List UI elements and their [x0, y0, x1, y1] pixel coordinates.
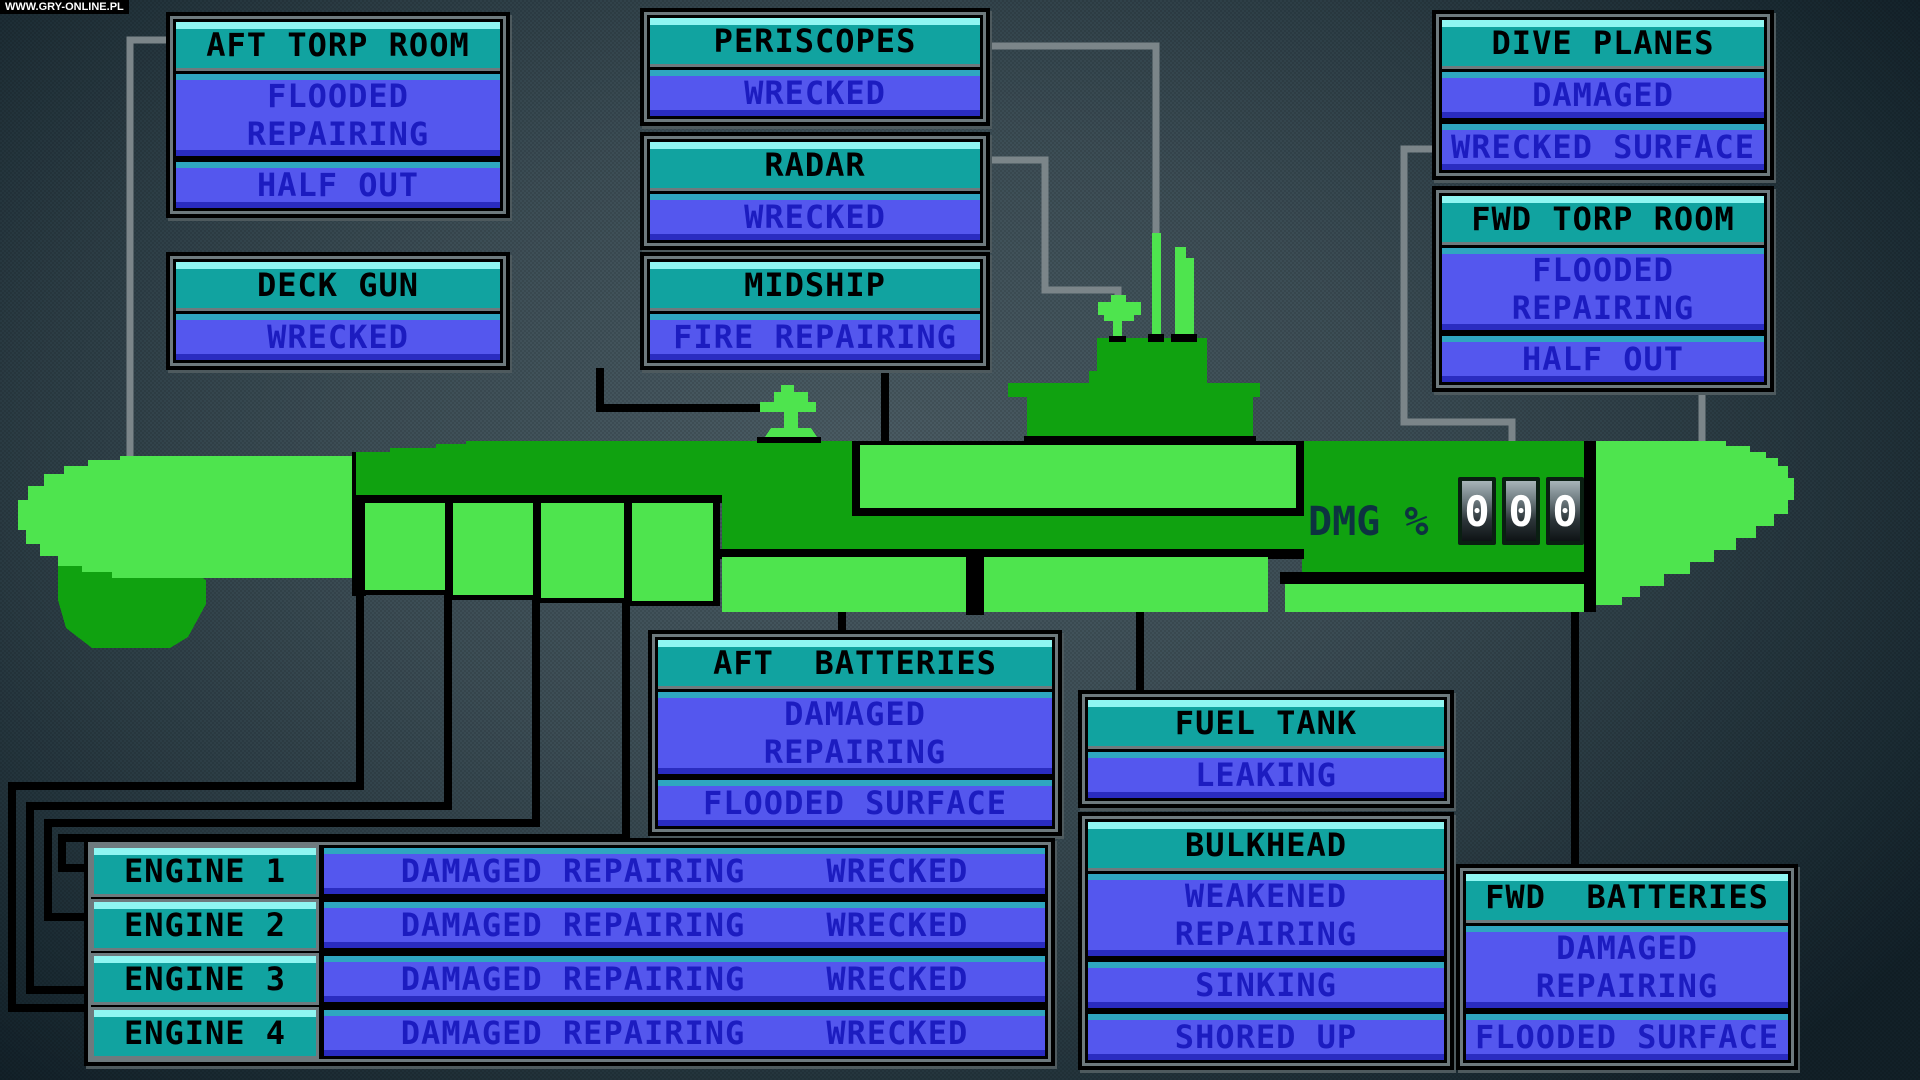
damage-digit-wheel: 0 [1502, 477, 1540, 545]
line-periscopes [988, 42, 1160, 236]
panel-aft-batteries: AFT BATTERIES DAMAGED REPAIRING FLOODED … [648, 630, 1062, 836]
panel-periscopes: PERISCOPES WRECKED [640, 8, 990, 126]
panel-title: PERISCOPES [650, 18, 980, 64]
status-box: DAMAGED REPAIRING WRECKED [324, 956, 1045, 1002]
panel-title: BULKHEAD [1088, 822, 1444, 868]
engine-row: ENGINE 2 DAMAGED REPAIRING WRECKED [94, 902, 1045, 948]
panel-title: FUEL TANK [1088, 700, 1444, 746]
panel-aft-torp-room: AFT TORP ROOM FLOODED REPAIRING HALF OUT [166, 12, 510, 218]
status-box: FLOODED REPAIRING [176, 74, 500, 156]
panel-deck-gun: DECK GUN WRECKED [166, 252, 510, 370]
status-box: SHORED UP [1088, 1014, 1444, 1060]
status-box: LEAKING [1088, 752, 1444, 798]
panel-bulkhead: BULKHEAD WEAKENED REPAIRING SINKING SHOR… [1078, 812, 1454, 1070]
compartment-4 [632, 503, 713, 601]
aft-deck [356, 441, 726, 503]
line-radar [988, 156, 1122, 298]
status-box: FIRE REPAIRING [650, 314, 980, 360]
status-box: SINKING [1088, 962, 1444, 1008]
status-box: FLOODED REPAIRING [1442, 248, 1764, 330]
engine-row: ENGINE 3 DAMAGED REPAIRING WRECKED [94, 956, 1045, 1002]
panel-title: MIDSHIP [650, 262, 980, 308]
line-deck-gun [596, 368, 762, 412]
status-box: WEAKENED REPAIRING [1088, 874, 1444, 956]
radar-mast [1113, 314, 1122, 338]
status-box: WRECKED SURFACE [1442, 124, 1764, 170]
compartment-2 [453, 503, 533, 595]
status-box: FLOODED SURFACE [658, 780, 1052, 826]
damage-percent-label: DMG % [1308, 499, 1429, 545]
engine-row: ENGINE 1 DAMAGED REPAIRING WRECKED [94, 848, 1045, 894]
status-box: DAMAGED REPAIRING [1466, 926, 1788, 1008]
stern-tail [18, 456, 356, 578]
engine-label: ENGINE 4 [94, 1010, 316, 1056]
sail-top [1097, 338, 1207, 385]
submarine-hull [18, 233, 1794, 648]
status-box: WRECKED [650, 194, 980, 240]
status-box: WRECKED [176, 314, 500, 360]
status-box: DAMAGED [1442, 72, 1764, 118]
panel-fuel-tank: FUEL TANK LEAKING [1078, 690, 1454, 808]
status-box: DAMAGED REPAIRING WRECKED [324, 1010, 1045, 1056]
panel-title: RADAR [650, 142, 980, 188]
hull-mid-compartment [860, 445, 1296, 508]
hull-band-1 [722, 557, 966, 612]
hull-band-3 [1285, 584, 1586, 612]
connector-lines-gray [126, 36, 1706, 458]
panel-fwd-batteries: FWD BATTERIES DAMAGED REPAIRING FLOODED … [1456, 864, 1798, 1070]
status-box: HALF OUT [176, 162, 500, 208]
panel-title: DIVE PLANES [1442, 20, 1764, 66]
engine-label: ENGINE 1 [94, 848, 316, 894]
status-box: WRECKED [650, 70, 980, 116]
sail-base [1027, 383, 1253, 439]
panel-midship: MIDSHIP FIRE REPAIRING [640, 252, 990, 370]
deck-gun-sprite [757, 385, 821, 443]
engine-label: ENGINE 3 [94, 956, 316, 1002]
panel-engines: ENGINE 1 DAMAGED REPAIRING WRECKED ENGIN… [84, 838, 1055, 1066]
damage-digit-wheel: 0 [1546, 477, 1584, 545]
hull-band-2 [984, 557, 1268, 612]
line-dive-planes [1400, 145, 1516, 443]
line-engine-1 [58, 597, 630, 872]
line-engine-2 [44, 594, 540, 921]
status-box: DAMAGED REPAIRING WRECKED [324, 902, 1045, 948]
panel-dive-planes: DIVE PLANES DAMAGED WRECKED SURFACE [1432, 10, 1774, 180]
periscope-mast [1152, 233, 1161, 337]
status-box: DAMAGED REPAIRING [658, 692, 1052, 774]
status-box: FLOODED SURFACE [1466, 1014, 1788, 1060]
attack-scope [1175, 247, 1186, 259]
bow [1596, 441, 1794, 605]
engine-label: ENGINE 2 [94, 902, 316, 948]
line-engine-4 [8, 587, 364, 1012]
line-aft-torp-room [126, 36, 166, 458]
panel-radar: RADAR WRECKED [640, 132, 990, 250]
line-engine-3 [26, 591, 452, 994]
panel-title: AFT TORP ROOM [176, 22, 500, 68]
hull-bow-dark [1302, 441, 1594, 578]
panel-title: FWD BATTERIES [1466, 874, 1788, 920]
status-box: HALF OUT [1442, 336, 1764, 382]
compartment-3 [541, 503, 624, 598]
compartment-1 [365, 503, 445, 590]
panel-fwd-torp-room: FWD TORP ROOM FLOODED REPAIRING HALF OUT [1432, 186, 1774, 392]
radar-dish [1098, 302, 1141, 315]
damage-digit-wheel: 0 [1458, 477, 1496, 545]
panel-title: AFT BATTERIES [658, 640, 1052, 686]
engine-row: ENGINE 4 DAMAGED REPAIRING WRECKED [94, 1010, 1045, 1056]
watermark: WWW.GRY-ONLINE.PL [0, 0, 129, 14]
panel-title: FWD TORP ROOM [1442, 196, 1764, 242]
bow-seam [1584, 441, 1596, 612]
status-box: DAMAGED REPAIRING WRECKED [324, 848, 1045, 894]
panel-title: DECK GUN [176, 262, 500, 308]
connector-lines-black [8, 368, 1579, 1012]
